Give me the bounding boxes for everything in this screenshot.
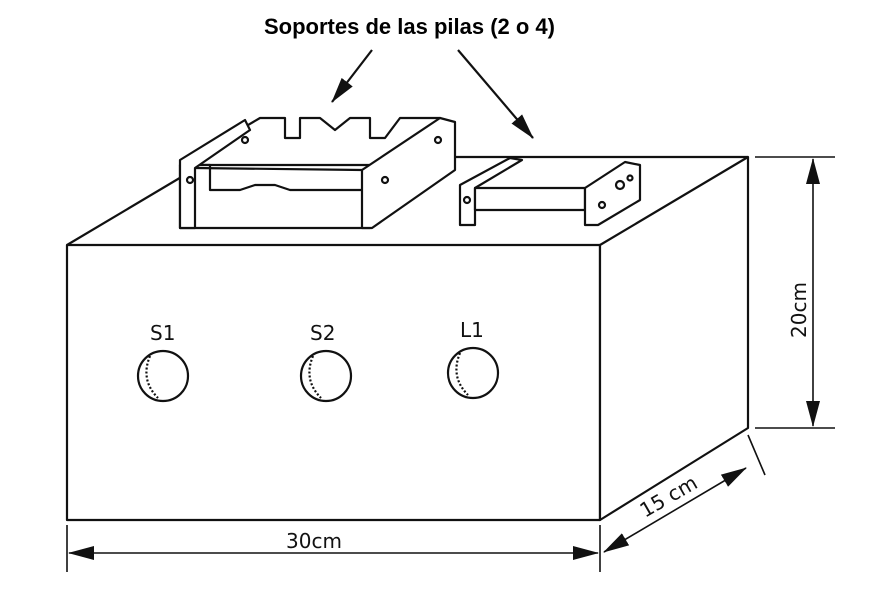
pointer-arrow-left [331, 49, 373, 103]
height-label: 20cm [787, 282, 811, 338]
battery-holder-small [458, 156, 642, 227]
dimension-depth [603, 434, 766, 553]
box-right-face [598, 155, 750, 522]
dimension-width [66, 525, 601, 572]
width-label: 30cm [286, 529, 342, 553]
battery-holder-large [178, 116, 457, 230]
dimension-height [755, 156, 835, 429]
hole-label-l1: L1 [460, 318, 484, 342]
hole-l1 [446, 346, 500, 400]
hole-s1 [136, 349, 190, 403]
diagram-title: Soportes de las pilas (2 o 4) [264, 14, 555, 39]
hole-label-s2: S2 [310, 321, 335, 345]
hole-s2 [299, 349, 353, 403]
hole-label-s1: S1 [150, 321, 175, 345]
pointer-arrow-right [457, 49, 534, 139]
box-front-face [65, 243, 602, 522]
